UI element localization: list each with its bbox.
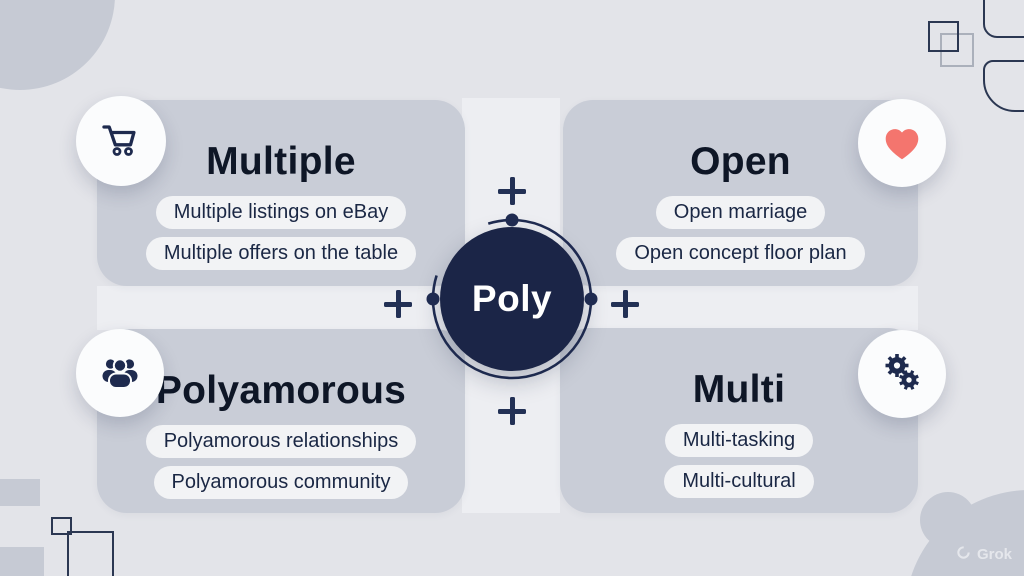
- card-polyamorous-title: Polyamorous: [155, 369, 407, 412]
- watermark: Grok: [956, 545, 1012, 564]
- watermark-logo-icon: [956, 545, 971, 564]
- card-multi-title: Multi: [692, 368, 786, 411]
- people-badge: [76, 329, 164, 417]
- card-polyamorous-example-2: Polyamorous community: [153, 466, 409, 499]
- plus-icon: [610, 289, 640, 319]
- card-open: Open Open marriage Open concept floor pl…: [563, 100, 918, 286]
- hub-circle: Poly: [440, 227, 584, 371]
- card-multiple-example-1: Multiple listings on eBay: [155, 196, 407, 229]
- decor-rounded-rect-right-2: [983, 60, 1024, 112]
- shopping-cart-badge: [76, 96, 166, 186]
- gears-badge: [858, 330, 946, 418]
- decor-square-top-right-b: [940, 33, 974, 67]
- card-open-example-2: Open concept floor plan: [616, 237, 865, 270]
- people-group-icon: [96, 349, 144, 397]
- card-multiple: Multiple Multiple listings on eBay Multi…: [97, 100, 465, 286]
- decor-circle-bottom-right-small: [920, 492, 976, 548]
- plus-icon: [383, 289, 413, 319]
- hub-orbit-ring: [426, 213, 598, 380]
- shopping-cart-icon: [97, 117, 145, 165]
- decor-square-top-right-a: [928, 21, 959, 52]
- card-multi-example-1: Multi-tasking: [664, 424, 814, 457]
- plus-icon: [497, 176, 527, 206]
- card-multiple-title: Multiple: [206, 140, 356, 183]
- card-polyamorous-example-1: Polyamorous relationships: [145, 425, 417, 458]
- card-polyamorous: Polyamorous Polyamorous relationships Po…: [97, 329, 465, 513]
- decor-circle-top-left: [0, 0, 115, 90]
- decor-square-bottom-left-small: [51, 517, 72, 535]
- plus-icon: [497, 396, 527, 426]
- heart-icon: [879, 120, 925, 166]
- card-open-title: Open: [690, 140, 791, 183]
- watermark-label: Grok: [976, 546, 1012, 563]
- card-open-example-1: Open marriage: [655, 196, 826, 229]
- hub-label: Poly: [471, 278, 553, 319]
- card-multiple-example-2: Multiple offers on the table: [145, 237, 417, 270]
- heart-badge: [858, 99, 946, 187]
- gears-icon: [878, 350, 926, 398]
- decor-rounded-rect-right-1: [983, 0, 1024, 38]
- decor-bar-left-1: [0, 479, 40, 506]
- card-multi: Multi Multi-tasking Multi-cultural: [560, 328, 918, 513]
- decor-square-bottom-left-big: [67, 531, 114, 576]
- decor-bar-left-2: [0, 547, 44, 576]
- card-multi-example-2: Multi-cultural: [664, 465, 814, 498]
